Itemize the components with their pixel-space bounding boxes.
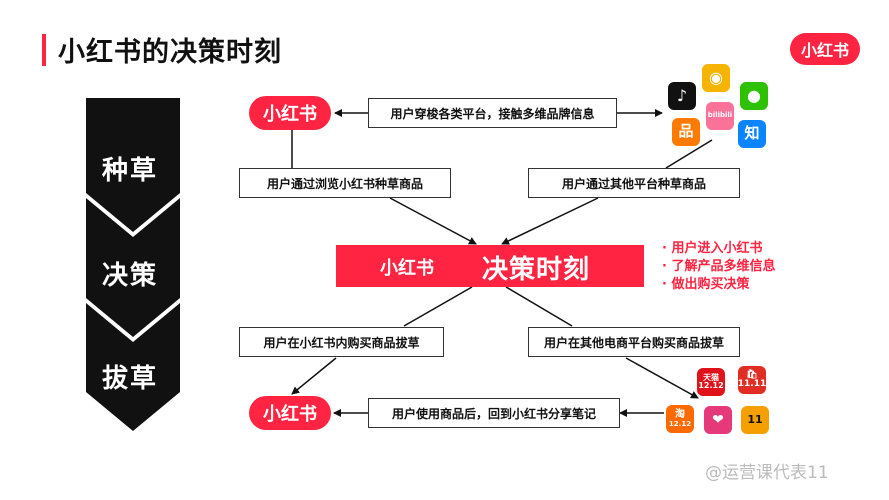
- xiaohongshu-alt-icon: 品: [672, 118, 700, 146]
- line-center-to-left-buy: [403, 286, 473, 327]
- arrow-left-buy-to-logo: [291, 357, 337, 395]
- bullet-item: · 了解产品多维信息: [662, 259, 776, 274]
- tmall-glyph: 天猫: [703, 372, 719, 382]
- line-center-to-right-buy: [505, 286, 573, 327]
- decision-moment-title: 决策时刻: [482, 255, 591, 285]
- taobao-icon: 淘 12.12: [666, 405, 694, 433]
- weibo-icon: ◉: [702, 64, 730, 92]
- decision-moment-box: 小红书 决策时刻: [336, 245, 644, 287]
- box-share-note: 用户使用商品后，回到小红书分享笔记: [368, 398, 620, 428]
- xiaohongshu-logo-top: 小红书: [249, 96, 331, 130]
- bullet-item: · 用户进入小红书: [662, 241, 763, 256]
- jd-icon: 11: [741, 406, 769, 434]
- stage-label-seed: 种草: [102, 156, 159, 186]
- pinduoduo-icon: 🛍 11.11: [738, 366, 766, 394]
- wechat-icon: ●: [740, 82, 768, 110]
- watermark: @运营课代表11: [705, 463, 829, 483]
- pinduoduo-glyph: 🛍: [746, 369, 758, 380]
- center-brand-logo: 小红书: [380, 258, 434, 279]
- box-buy-xiaohongshu: 用户在小红书内购买商品拔草: [239, 327, 444, 357]
- taobao-glyph: 淘: [675, 409, 685, 421]
- vip-icon: ❤: [704, 406, 732, 434]
- stage-label-decide: 决策: [102, 261, 159, 291]
- box-seed-xiaohongshu: 用户通过浏览小红书种草商品: [239, 168, 451, 198]
- taobao-date: 12.12: [668, 419, 692, 428]
- pinduoduo-date: 11.11: [738, 379, 766, 389]
- bilibili-icon: bilibili: [706, 102, 734, 130]
- box-cross-platform: 用户穿梭各类平台，接触多维品牌信息: [368, 98, 617, 128]
- title-accent-bar: [42, 34, 46, 66]
- arrow-left-seed-to-center: [389, 197, 477, 245]
- douyin-icon: ♪: [668, 82, 696, 110]
- page-title: 小红书的决策时刻: [58, 37, 282, 68]
- line-icons-to-right-seed: [665, 139, 713, 169]
- xiaohongshu-logo-bottom: 小红书: [249, 396, 331, 430]
- bullet-item: · 做出购买决策: [662, 277, 750, 292]
- brand-logo: 小红书: [790, 33, 860, 65]
- box-buy-other: 用户在其他电商平台购买商品拔草: [528, 327, 740, 357]
- arrow-right-seed-to-center: [501, 197, 599, 245]
- zhihu-icon: 知: [738, 120, 766, 148]
- stage-label-buy: 拔草: [102, 364, 159, 394]
- tmall-date: 12.12: [698, 381, 724, 390]
- arrow-right-buy-to-icons: [625, 357, 699, 399]
- tmall-icon: 天猫 12.12: [697, 368, 725, 396]
- box-seed-other: 用户通过其他平台种草商品: [528, 168, 740, 198]
- decision-bullets: · 用户进入小红书 · 了解产品多维信息 · 做出购买决策: [662, 240, 775, 294]
